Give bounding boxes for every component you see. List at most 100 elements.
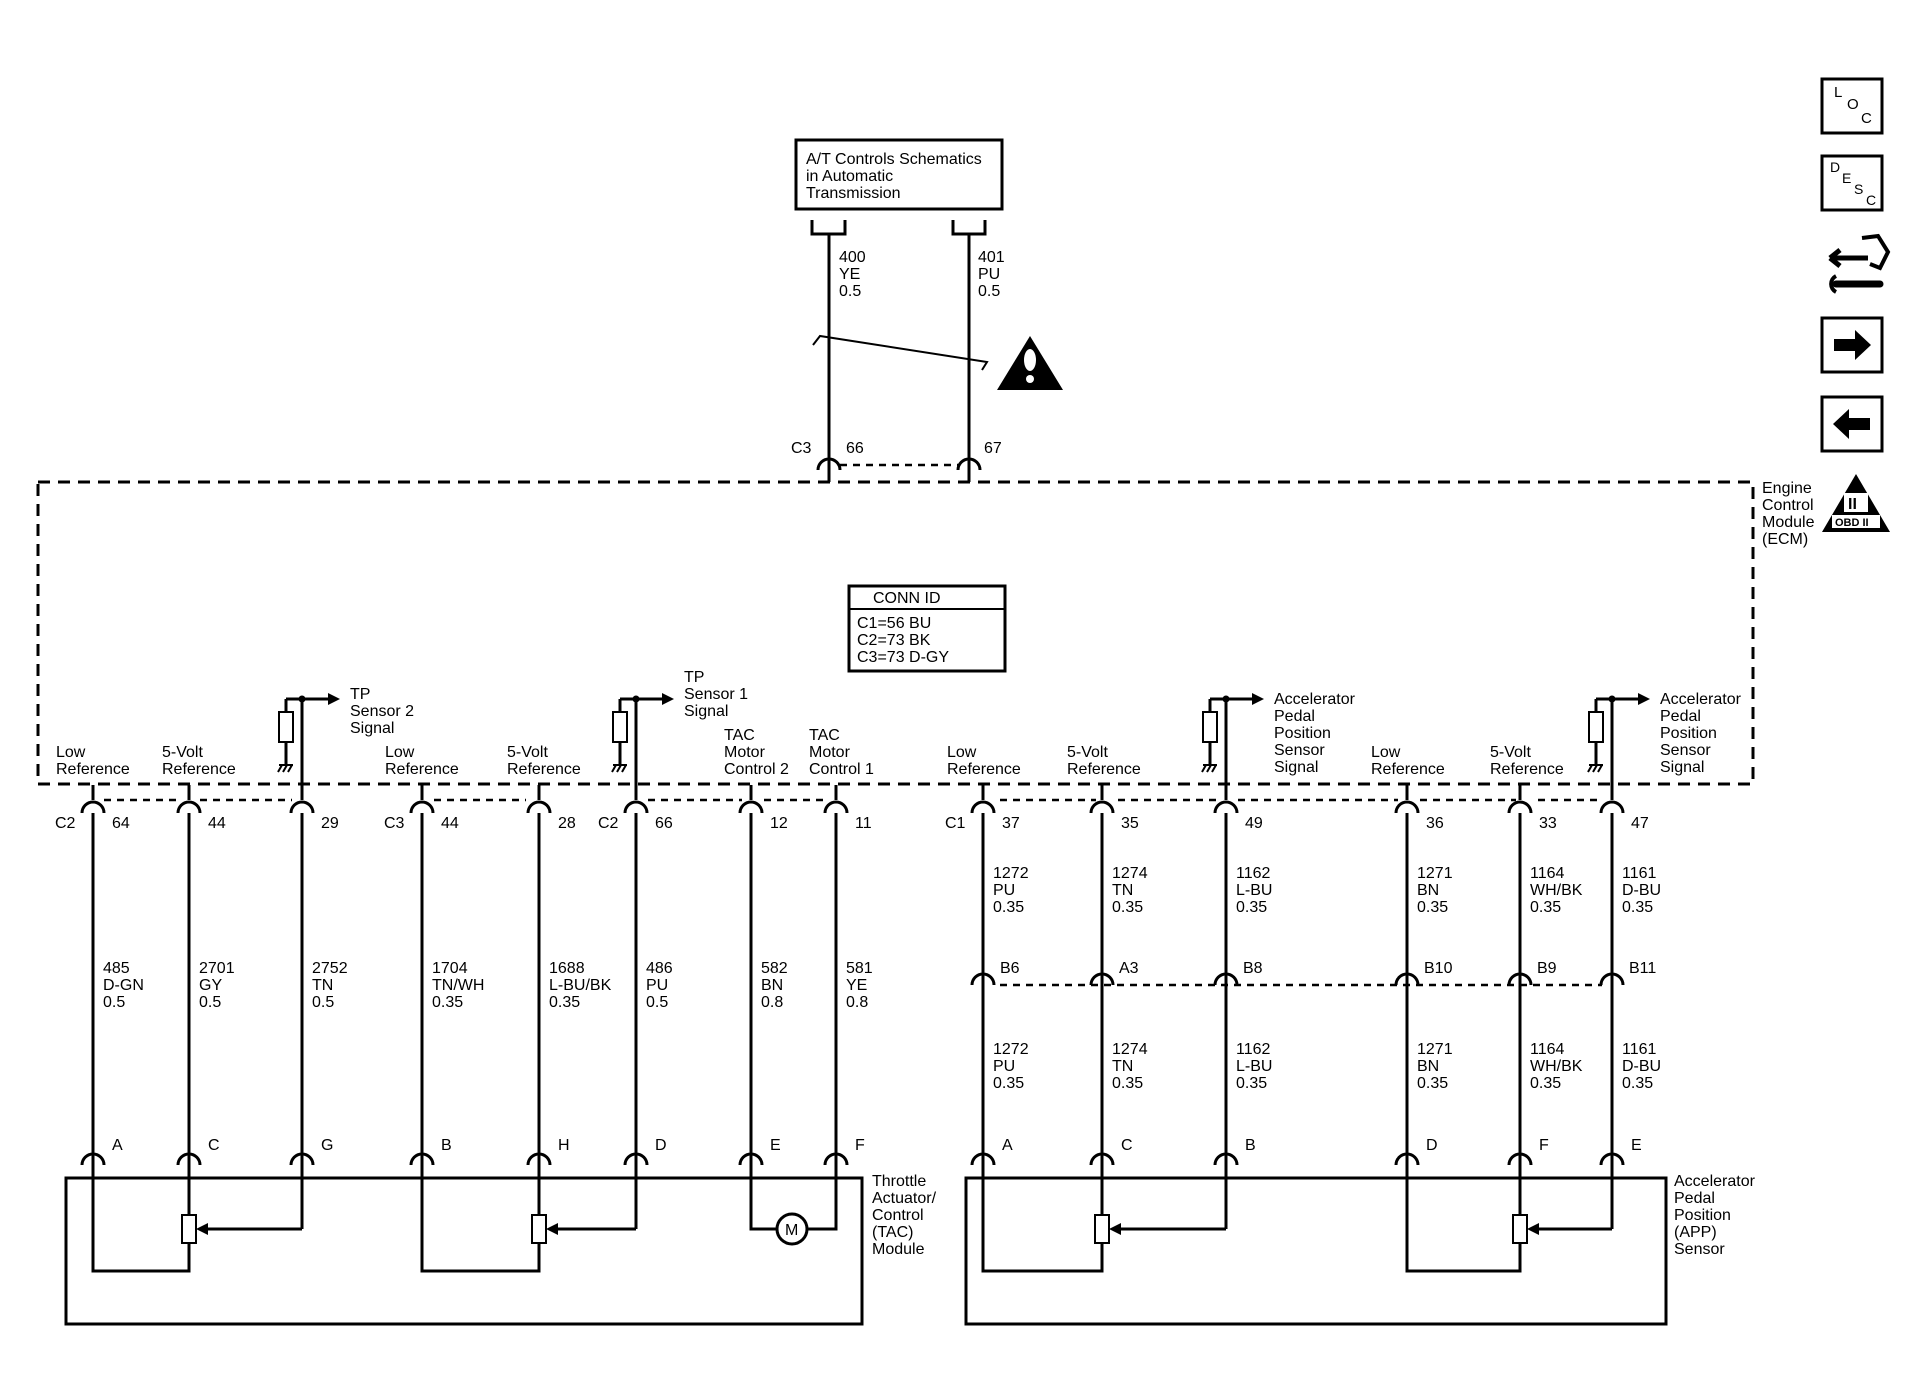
- ecm-connector-id-C1: C1: [945, 815, 966, 832]
- app-pin-cup-E: [1599, 1152, 1625, 1166]
- ecm-terminal-37-label-line-1: Low: [947, 744, 977, 761]
- tac-pin-D: D: [655, 1137, 667, 1154]
- tac-wire-2752-color: TN: [312, 977, 333, 994]
- arrow-left-icon: [1833, 409, 1870, 439]
- app1-label-line-3: Position: [1274, 725, 1331, 742]
- ecm-connector-id-C2: C2: [598, 815, 619, 832]
- tac-wire-581-color: YE: [846, 977, 867, 994]
- next-page-button[interactable]: [1820, 316, 1884, 374]
- ecm-terminal-cup-12: [738, 800, 764, 814]
- ecm-terminal-12-label-line-1: TAC: [724, 727, 755, 744]
- tp2-label-line-2: Sensor 2: [350, 703, 414, 720]
- app2-label-line-2: Pedal: [1660, 708, 1701, 725]
- ecm-pin-11: 11: [855, 815, 872, 832]
- ecm-pin-36: 36: [1426, 815, 1444, 832]
- ecm-terminal-64-label-line-2: Reference: [56, 761, 130, 778]
- ecm-label-line-1: Engine: [1762, 480, 1812, 497]
- app-pin-F: F: [1539, 1137, 1549, 1154]
- app2-label-line-1: Accelerator: [1660, 691, 1742, 708]
- tac-wire-485-color: D-GN: [103, 977, 144, 994]
- app-label-line-2: Pedal: [1674, 1190, 1715, 1207]
- app-wire-1162-lower-color: L-BU: [1236, 1058, 1272, 1075]
- app1-label-line-4: Sensor: [1274, 742, 1325, 759]
- ecm-terminal-11-label-line-2: Motor: [809, 744, 851, 761]
- tac-label-line-3: Control: [872, 1207, 924, 1224]
- transmission-reference-box[interactable]: A/T Controls Schematics in Automatic Tra…: [794, 138, 1004, 211]
- tac-pin-cup-E: [738, 1152, 764, 1166]
- ecm-label-line-4: (ECM): [1762, 531, 1808, 548]
- ecm-terminal-28-label-line-2: Reference: [507, 761, 581, 778]
- app-label-line-1: Accelerator: [1674, 1173, 1756, 1190]
- connector-wrench-icon[interactable]: [1828, 233, 1891, 294]
- tac-pin-cup-A: [80, 1152, 106, 1166]
- top-terminal-66: [816, 457, 842, 471]
- caution-icon[interactable]: [997, 336, 1063, 390]
- app1-label-line-5: Signal: [1274, 759, 1318, 776]
- app-label-line-3: Position: [1674, 1207, 1731, 1224]
- obd-ii-icon[interactable]: II OBD II: [1822, 474, 1890, 532]
- description-button[interactable]: D E S C: [1820, 154, 1884, 212]
- ecm-label-line-2: Control: [1762, 497, 1814, 514]
- tp1-signal-label: TP Sensor 1 Signal: [684, 669, 748, 720]
- tac-wire-2752-size: 0.5: [312, 994, 334, 1011]
- ecm-pin-12: 12: [770, 815, 788, 832]
- previous-page-button[interactable]: [1820, 395, 1884, 453]
- ecm-terminal-12-label-line-3: Control 2: [724, 761, 789, 778]
- app-pin-cup-D: [1394, 1152, 1420, 1166]
- inline-pin-B6: B6: [1000, 960, 1020, 977]
- inline-terminal-B6: [970, 972, 996, 986]
- tac-pin-cup-B: [409, 1152, 435, 1166]
- app-sensor-box[interactable]: [964, 1176, 1668, 1326]
- tac-wire-582-size: 0.8: [761, 994, 783, 1011]
- tac-pin-E: E: [770, 1137, 781, 1154]
- tac-module-box[interactable]: [64, 1176, 864, 1326]
- app-wire-1164-upper-size: 0.35: [1530, 899, 1561, 916]
- inline-pin-B8: B8: [1243, 960, 1263, 977]
- arrow-right-icon: [1834, 330, 1871, 360]
- ecm-terminal-cup-44: [409, 800, 435, 814]
- ecm-terminal-cup-66: [623, 800, 649, 814]
- tac-pin-B: B: [441, 1137, 452, 1154]
- tac-wire-1704-size: 0.35: [432, 994, 463, 1011]
- tac-internal-circuit: M: [91, 1178, 838, 1273]
- ecm-terminal-11-label-line-3: Control 1: [809, 761, 874, 778]
- tac-wire-1704-color: TN/WH: [432, 977, 484, 994]
- app-wire-1161-upper-size: 0.35: [1622, 899, 1653, 916]
- app-wire-1164-upper-circuit: 1164: [1530, 865, 1565, 882]
- inline-pin-B10: B10: [1424, 960, 1453, 977]
- wire-401-circuit: 401: [978, 249, 1005, 266]
- ecm-terminal-cup-36: [1394, 800, 1420, 814]
- wire-401-label: 401 PU 0.5: [978, 249, 1005, 300]
- tac-pin-F: F: [855, 1137, 865, 1154]
- tac-pin-C: C: [208, 1137, 220, 1154]
- app-wire-1161-lower-circuit: 1161: [1622, 1041, 1657, 1058]
- app-wire-1161-upper-circuit: 1161: [1622, 865, 1657, 882]
- location-button[interactable]: L O C: [1820, 77, 1884, 135]
- app-pin-cup-C: [1089, 1152, 1115, 1166]
- top-terminal-67: [956, 457, 982, 471]
- app-pin-E: E: [1631, 1137, 1642, 1154]
- tac-wire-2701-size: 0.5: [199, 994, 221, 1011]
- ecm-terminal-35-label-line-1: 5-Volt: [1067, 744, 1108, 761]
- app2-signal-label: Accelerator Pedal Position Sensor Signal: [1660, 691, 1742, 776]
- ecm-pin-66: 66: [655, 815, 673, 832]
- ecm-boundary: [36, 480, 1755, 786]
- ecm-pin-29: 29: [321, 815, 339, 832]
- desc-letter-d: D: [1830, 159, 1840, 175]
- tac-wire-1688-circuit: 1688: [549, 960, 585, 977]
- app-pin-D: D: [1426, 1137, 1438, 1154]
- desc-letter-c: C: [1866, 192, 1876, 208]
- app1-signal-label: Accelerator Pedal Position Sensor Signal: [1274, 691, 1356, 776]
- ecm-label-line-3: Module: [1762, 514, 1815, 531]
- app-pin-cup-B: [1213, 1152, 1239, 1166]
- ecm-terminal-cup-44: [176, 800, 202, 814]
